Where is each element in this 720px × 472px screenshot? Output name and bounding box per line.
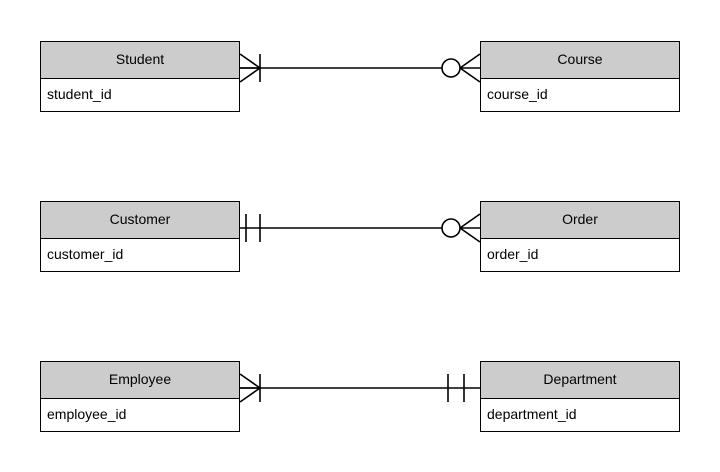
entity-student[interactable]: Student student_id [40, 41, 240, 112]
relationship-employee-department: Employee employee_id [0, 361, 720, 461]
cardinality-one-or-many-left [239, 53, 261, 83]
entity-student-attributes: student_id [41, 79, 239, 111]
cardinality-exactly-one-left [245, 214, 261, 242]
attribute-order-id: order_id [487, 246, 539, 262]
entity-customer[interactable]: Customer customer_id [40, 201, 240, 272]
cardinality-one-or-many-left [239, 373, 261, 403]
connector-student-course [236, 41, 486, 101]
attribute-course-id: course_id [487, 86, 548, 102]
zero-circle-icon [441, 58, 461, 78]
entity-department[interactable]: Department department_id [480, 361, 680, 432]
entity-course-attributes: course_id [481, 79, 679, 111]
zero-circle-icon [441, 218, 461, 238]
relationship-customer-order: Customer customer_id [0, 201, 720, 301]
entity-course[interactable]: Course course_id [480, 41, 680, 112]
attribute-department-id: department_id [487, 406, 577, 422]
entity-course-title: Course [481, 42, 679, 79]
attribute-employee-id: employee_id [47, 406, 127, 422]
entity-department-attributes: department_id [481, 399, 679, 431]
entity-customer-title: Customer [41, 202, 239, 239]
attribute-customer-id: customer_id [47, 246, 124, 262]
entity-employee[interactable]: Employee employee_id [40, 361, 240, 432]
cardinality-zero-or-many-right [441, 213, 481, 243]
entity-order-attributes: order_id [481, 239, 679, 271]
cardinality-exactly-one-right [447, 374, 465, 402]
entity-department-title: Department [481, 362, 679, 399]
entity-student-title: Student [41, 42, 239, 79]
relationship-student-course: Student student_id [0, 41, 720, 141]
connector-customer-order [236, 201, 486, 261]
entity-customer-attributes: customer_id [41, 239, 239, 271]
entity-employee-title: Employee [41, 362, 239, 399]
cardinality-zero-or-many-right [441, 53, 481, 83]
connector-employee-department [236, 361, 486, 421]
entity-order-title: Order [481, 202, 679, 239]
entity-order[interactable]: Order order_id [480, 201, 680, 272]
entity-employee-attributes: employee_id [41, 399, 239, 431]
attribute-student-id: student_id [47, 86, 112, 102]
